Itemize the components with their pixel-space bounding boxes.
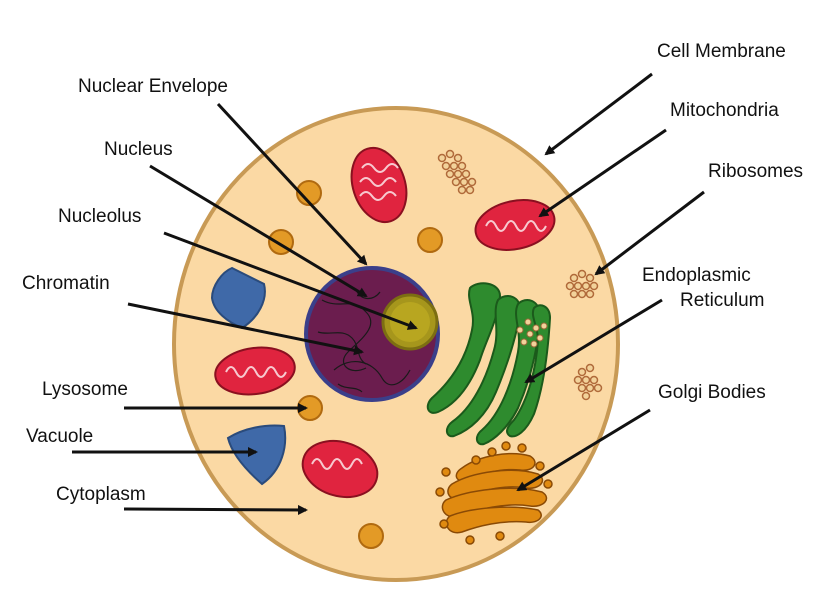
arrow-endoplasmic-reticulum xyxy=(524,298,663,384)
label-lysosome: Lysosome xyxy=(42,379,128,400)
mitochondrion-left xyxy=(214,346,296,396)
arrow-chromatin xyxy=(127,302,364,356)
label-reticulum: Reticulum xyxy=(680,290,765,311)
vacuole-top xyxy=(210,266,266,330)
ribosome-cluster-lower xyxy=(573,363,603,401)
golgi-bodies-shape xyxy=(435,441,553,545)
label-nucleus: Nucleus xyxy=(104,139,173,160)
mitochondrion-bottom xyxy=(301,440,379,498)
arrow-nucleus xyxy=(149,164,368,298)
ribosome-cluster-middle xyxy=(565,269,599,299)
er-ribosomes xyxy=(516,318,548,348)
arrow-cell-membrane xyxy=(544,72,653,156)
ribosome-cluster-top xyxy=(437,149,477,195)
arrow-cytoplasm xyxy=(123,504,308,515)
arrow-nucleolus xyxy=(163,231,418,330)
arrow-golgi-bodies xyxy=(516,408,651,492)
arrow-mitochondria xyxy=(538,128,667,218)
mitochondrion-right xyxy=(474,199,556,251)
arrow-ribosomes xyxy=(594,190,705,276)
label-chromatin: Chromatin xyxy=(22,273,110,294)
label-vacuole: Vacuole xyxy=(26,426,94,447)
mitochondrion-top xyxy=(350,146,408,224)
label-endoplasmic: Endoplasmic xyxy=(642,265,751,286)
lysosomes xyxy=(268,180,443,549)
label-nuclear-envelope: Nuclear Envelope xyxy=(78,76,228,97)
label-mitochondria: Mitochondria xyxy=(670,100,779,121)
label-cell-membrane: Cell Membrane xyxy=(657,41,786,62)
label-cytoplasm: Cytoplasm xyxy=(56,484,146,505)
label-ribosomes: Ribosomes xyxy=(708,161,804,182)
arrow-nuclear-envelope xyxy=(216,102,368,266)
nucleus-shape xyxy=(304,266,440,402)
label-nucleolus: Nucleolus xyxy=(58,206,142,227)
label-golgi-bodies: Golgi Bodies xyxy=(658,382,766,403)
chromatin-shape xyxy=(317,289,411,393)
